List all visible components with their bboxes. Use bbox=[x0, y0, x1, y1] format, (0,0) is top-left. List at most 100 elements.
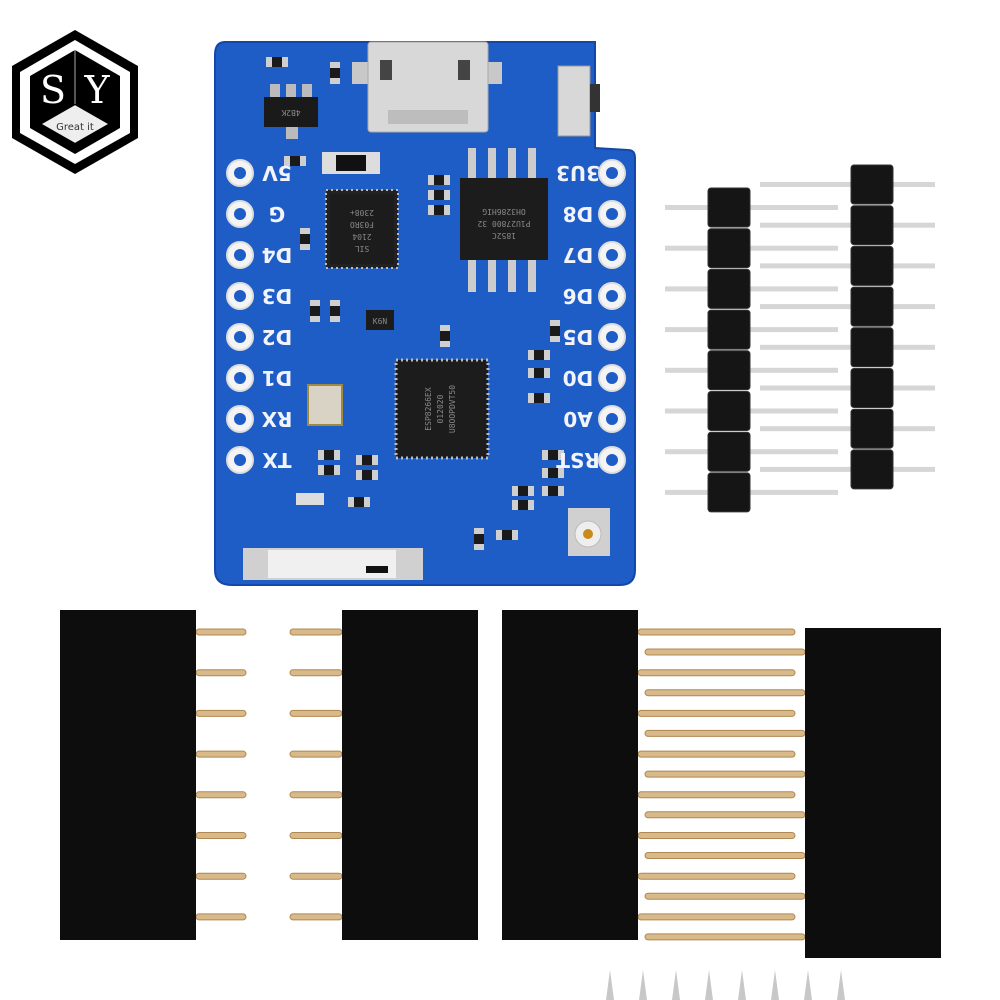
header-pin bbox=[665, 367, 838, 373]
header-block bbox=[707, 391, 751, 431]
male-pin-headers bbox=[665, 164, 935, 513]
pin-label-left: D3 bbox=[262, 284, 293, 308]
header-pin bbox=[289, 669, 343, 677]
header-pin bbox=[760, 304, 935, 310]
chip-text: P1U27800 32 bbox=[477, 219, 530, 228]
female-pin-headers bbox=[60, 610, 941, 958]
pin-hole-center bbox=[234, 372, 246, 384]
header-block bbox=[707, 187, 751, 228]
header-pin bbox=[637, 913, 796, 921]
header-block bbox=[850, 286, 894, 327]
header-pin bbox=[644, 729, 806, 737]
header-pin bbox=[665, 449, 838, 455]
header-pin bbox=[637, 750, 796, 758]
header-pin bbox=[644, 852, 806, 859]
loose-pin-tip bbox=[705, 970, 713, 1000]
header-pin bbox=[760, 222, 935, 228]
chip-text: OH3286HIG bbox=[482, 207, 526, 216]
header-pin bbox=[665, 489, 838, 495]
smd-body bbox=[300, 234, 310, 244]
brand-logo: S Y Great it bbox=[12, 30, 138, 174]
header-block bbox=[707, 268, 751, 309]
pin-label-right: D0 bbox=[563, 366, 594, 390]
micro-usb-port bbox=[352, 41, 502, 133]
smd-body bbox=[354, 497, 364, 507]
loose-pin-tip bbox=[771, 970, 779, 1000]
pin-hole-center bbox=[234, 208, 246, 220]
pin-hole-center bbox=[234, 167, 246, 179]
header-pin bbox=[637, 791, 796, 799]
header-block bbox=[707, 309, 751, 350]
loose-pin-tip bbox=[804, 970, 812, 1000]
header-pin bbox=[195, 913, 247, 921]
smd-body bbox=[330, 68, 340, 78]
header-pin bbox=[665, 286, 838, 292]
smd-body bbox=[518, 486, 528, 496]
header-pin bbox=[195, 628, 247, 636]
chip-text: 012020 bbox=[436, 394, 445, 423]
header-pin bbox=[644, 933, 806, 941]
female-header-block bbox=[342, 610, 478, 940]
smd-body bbox=[474, 534, 484, 544]
loose-pins bbox=[606, 970, 845, 1000]
pin-hole-center bbox=[606, 290, 618, 302]
pin-label-left: RX bbox=[261, 407, 292, 431]
female-header-block bbox=[805, 628, 941, 958]
pin-hole-center bbox=[606, 454, 618, 466]
header-block bbox=[707, 472, 751, 513]
header-pin bbox=[665, 408, 838, 414]
pin-label-left: 5V bbox=[262, 161, 292, 185]
logo-tagline: Great it bbox=[56, 122, 94, 133]
header-pin bbox=[665, 205, 838, 210]
header-pin bbox=[289, 791, 343, 799]
loose-pin-tip bbox=[672, 970, 680, 1000]
small-transistor-chip: K6N bbox=[366, 310, 394, 330]
header-pin bbox=[644, 770, 806, 778]
loose-pin-tip bbox=[837, 970, 845, 1000]
header-pin bbox=[289, 750, 343, 758]
pin-hole-center bbox=[606, 413, 618, 425]
header-pin bbox=[760, 263, 935, 269]
reset-button bbox=[557, 65, 600, 137]
logo-letter-y: Y bbox=[83, 68, 110, 112]
smd-body bbox=[324, 450, 334, 460]
pin-label-right: D7 bbox=[563, 243, 594, 267]
esp8266-chip: ESP8266EX 012020 U8OOPDVT50 bbox=[394, 358, 490, 460]
pin-hole-center bbox=[234, 413, 246, 425]
pin-hole-center bbox=[234, 249, 246, 261]
header-pin bbox=[644, 648, 806, 656]
chip-text: 1852C bbox=[492, 231, 516, 240]
header-pin bbox=[665, 245, 838, 251]
smd-body bbox=[310, 306, 320, 316]
pin-label-left: D1 bbox=[262, 366, 293, 390]
capacitor-body bbox=[336, 155, 366, 171]
smd-body bbox=[290, 156, 300, 166]
ufl-antenna-connector bbox=[568, 508, 610, 556]
header-block bbox=[850, 327, 894, 368]
header-pin bbox=[195, 832, 247, 839]
header-pin bbox=[644, 892, 806, 900]
header-pin bbox=[760, 182, 935, 187]
pin-label-right: A0 bbox=[563, 407, 592, 431]
pin-label-right: D6 bbox=[563, 284, 594, 308]
chip-text: K6N bbox=[373, 317, 388, 326]
header-pin bbox=[289, 872, 343, 880]
d1-mini-board: 4B2K SIL 2104 F03RO 2308+ 1852C P1U27800… bbox=[214, 41, 636, 586]
header-block bbox=[707, 350, 751, 391]
header-pin bbox=[644, 811, 806, 819]
pin-hole-center bbox=[606, 208, 618, 220]
chip-text: SIL bbox=[355, 244, 370, 253]
smd-body bbox=[534, 350, 544, 360]
pin-holes bbox=[226, 159, 626, 474]
header-pin bbox=[665, 327, 838, 333]
smd-body bbox=[550, 326, 560, 336]
header-block bbox=[707, 431, 751, 472]
header-pin bbox=[760, 344, 935, 350]
smd-body bbox=[434, 190, 444, 200]
smd-body bbox=[362, 470, 372, 480]
header-pin bbox=[195, 791, 247, 799]
chip-text: 2308+ bbox=[350, 208, 374, 217]
